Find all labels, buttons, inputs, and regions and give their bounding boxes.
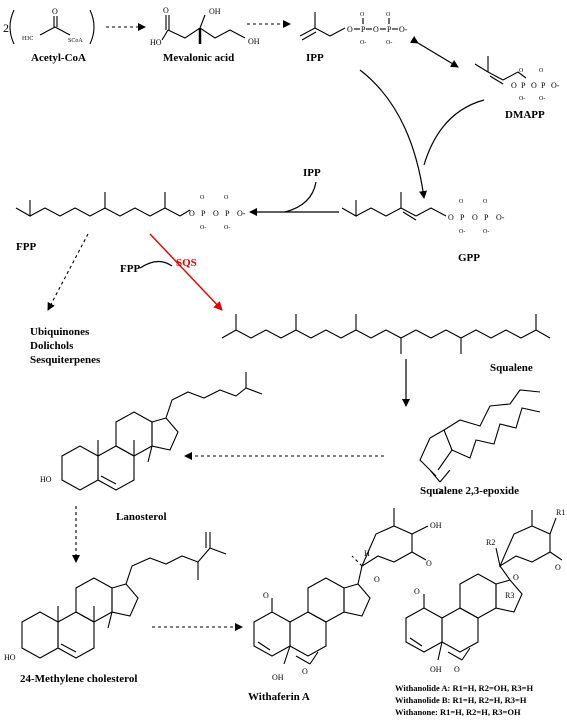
arrow-ipp-to-gpp [360, 70, 424, 198]
squalene-structure [222, 314, 550, 354]
mevalonic-acid-label: Mevalonic acid [163, 52, 234, 64]
svg-text:O: O [374, 575, 380, 584]
svg-text:O-: O- [459, 229, 465, 235]
acetyl-coa-structure: 2 O H3C SCoA [3, 7, 94, 44]
svg-text:O-: O- [483, 229, 489, 235]
withanolide-legend-a: Withanolide A: R1=H, R2=OH, R3=H [395, 683, 533, 693]
fpp-cofactor-label: FPP [120, 263, 140, 275]
svg-text:O: O [360, 12, 365, 18]
ipp-cofactor-curve [285, 182, 316, 212]
svg-text:O: O [163, 6, 169, 15]
svg-text:O: O [555, 563, 561, 572]
svg-text:OH: OH [272, 673, 284, 682]
svg-text:O-: O- [360, 40, 366, 46]
fpp-structure: O P O P O- O O O- O- [16, 192, 246, 231]
gpp-structure: O P O P O- O O O- O- [342, 192, 505, 235]
svg-text:O: O [200, 195, 205, 201]
side-product-ubiquinones: Ubiquinones [30, 326, 90, 338]
withanolide-generic-structure: O OH O O O R1 R2 R3 [406, 508, 565, 674]
withaferin-a-label: Withaferin A [248, 691, 310, 703]
svg-text:O-: O- [519, 96, 525, 102]
fpp-cofactor-curve [140, 261, 172, 268]
squalene-epoxide-structure: O [420, 390, 540, 496]
svg-text:O: O [189, 209, 195, 218]
svg-text:O: O [511, 81, 517, 90]
svg-text:HO: HO [40, 475, 52, 484]
svg-text:O: O [263, 591, 269, 600]
substituent-r3: R3 [505, 591, 514, 600]
squalene-label: Squalene [490, 362, 533, 374]
carbonyl-oxygen: O [52, 7, 58, 16]
dmapp-structure: O P O P O- O O O- O- [475, 56, 560, 102]
acetyl-coa-coefficient: 2 [3, 21, 9, 35]
ipp-structure: O P O P O- O O- O O- [300, 12, 408, 46]
ipp-label: IPP [306, 52, 324, 64]
svg-text:O: O [386, 12, 391, 18]
svg-text:O: O [454, 665, 460, 674]
squalene-epoxide-label: Squalene 2,3-epoxide [420, 485, 519, 497]
withanolide-legend-b: Withanolide B: R1=H, R2=H, R3=H [395, 695, 527, 705]
svg-text:OH: OH [209, 7, 221, 16]
svg-text:O: O [347, 25, 353, 34]
lanosterol-structure: HO [40, 372, 262, 490]
svg-text:O-: O- [399, 25, 408, 34]
scoa-group-label: SCoA [68, 38, 83, 44]
svg-text:O: O [373, 25, 379, 34]
svg-text:O-: O- [496, 213, 505, 222]
svg-text:O: O [483, 199, 488, 205]
substituent-r1: R1 [556, 508, 565, 517]
svg-text:P: P [387, 25, 392, 34]
svg-text:P: P [361, 25, 366, 34]
gpp-label: GPP [458, 252, 480, 264]
svg-text:P: P [460, 213, 465, 222]
svg-text:O-: O- [224, 225, 230, 231]
svg-text:O: O [224, 195, 229, 201]
fpp-label: FPP [16, 241, 36, 253]
arrow-fpp-to-side-products [48, 234, 88, 310]
arrow-ipp-dmapp-isomerization [418, 43, 458, 67]
methylene-cholesterol-structure: HO [4, 532, 226, 662]
svg-text:OH: OH [248, 37, 260, 46]
svg-text:O: O [213, 209, 219, 218]
svg-text:P: P [201, 209, 206, 218]
methyl-group-label: H3C [22, 36, 33, 42]
svg-text:O-: O- [200, 225, 206, 231]
svg-text:O: O [513, 573, 519, 582]
arrow-dmapp-to-gpp [424, 100, 484, 165]
mevalonic-acid-structure: O HO OH OH [150, 6, 260, 47]
side-product-dolichols: Dolichols [30, 340, 74, 352]
svg-text:O: O [426, 559, 432, 568]
svg-text:OH: OH [430, 665, 442, 674]
svg-text:OH: OH [430, 521, 442, 530]
svg-text:O: O [531, 81, 537, 90]
substituent-r2: R2 [486, 538, 495, 547]
svg-text:O: O [539, 68, 544, 74]
svg-text:O: O [519, 68, 524, 74]
lanosterol-label: Lanosterol [116, 511, 167, 523]
svg-text:O: O [472, 213, 478, 222]
side-product-sesquiterpenes: Sesquiterpenes [30, 354, 101, 366]
svg-text:HO: HO [4, 653, 16, 662]
svg-text:O-: O- [386, 40, 392, 46]
svg-text:O: O [302, 667, 308, 676]
svg-text:O-: O- [551, 81, 560, 90]
ipp-cofactor-label: IPP [303, 167, 321, 179]
svg-text:O: O [459, 199, 464, 205]
svg-text:P: P [225, 209, 230, 218]
arrow-sqs-fpp-to-squalene [150, 234, 222, 310]
withanolide-legend-withanone: Withanone: R1=H, R2=H, R3=OH [395, 707, 521, 717]
dmapp-label: DMAPP [505, 109, 545, 121]
svg-text:O-: O- [237, 209, 246, 218]
svg-text:O: O [414, 587, 420, 596]
svg-text:P: P [541, 81, 546, 90]
svg-text:HO: HO [150, 38, 162, 47]
acetyl-coa-label: Acetyl-CoA [31, 52, 86, 64]
svg-text:P: P [521, 81, 526, 90]
methylene-cholesterol-label: 24-Methylene cholesterol [20, 673, 137, 685]
enzyme-sqs-label: SQS [176, 257, 197, 269]
svg-text:P: P [484, 213, 489, 222]
svg-text:O: O [448, 213, 454, 222]
svg-text:O-: O- [539, 96, 545, 102]
